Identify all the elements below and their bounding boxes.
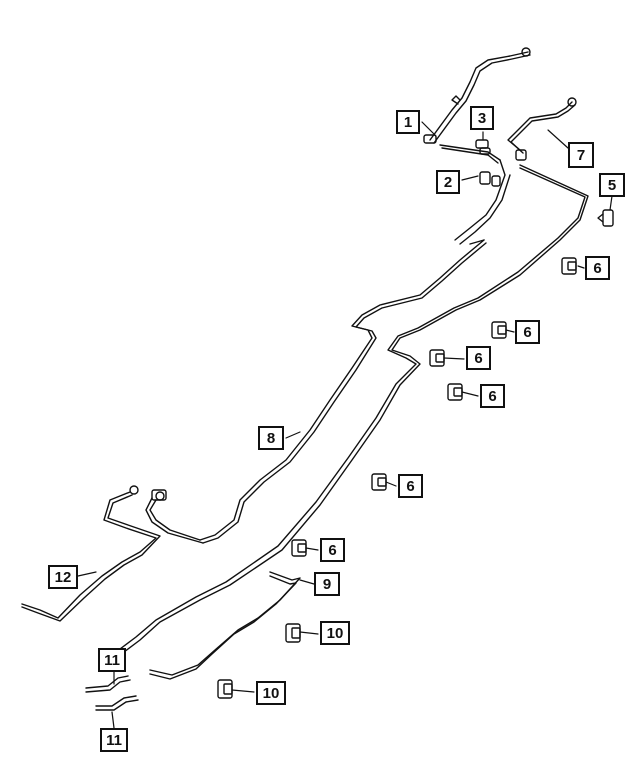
callout-part-12: 12 <box>48 565 78 589</box>
part-3-clip <box>475 139 491 155</box>
part-1-upper-tube-assembly <box>423 47 531 164</box>
callout-part-7: 7 <box>568 142 594 168</box>
part-8-long-line <box>115 164 589 656</box>
leader-lines <box>77 121 613 729</box>
callout-part-6-b: 6 <box>515 320 540 344</box>
callout-part-9: 9 <box>314 572 340 596</box>
callout-part-6-d: 6 <box>480 384 505 408</box>
callout-part-6-a: 6 <box>585 256 610 280</box>
callout-part-6-e: 6 <box>398 474 423 498</box>
part-7-tube <box>507 97 577 161</box>
part-12-tube <box>21 485 161 622</box>
callout-part-3: 3 <box>470 106 494 130</box>
callout-part-2: 2 <box>436 170 460 194</box>
part-6-clips <box>291 257 577 557</box>
part-10-clips <box>217 623 301 699</box>
callout-part-6-f: 6 <box>320 538 345 562</box>
callout-part-11-b: 11 <box>100 728 128 752</box>
upper-tube-left-2 <box>459 174 511 245</box>
callout-part-10-b: 10 <box>256 681 286 705</box>
upper-tube-left <box>454 159 506 241</box>
part-11-tubes <box>85 675 139 711</box>
part-5-clip <box>597 209 614 227</box>
callout-part-6-c: 6 <box>466 346 491 370</box>
callout-part-11-a: 11 <box>98 648 126 672</box>
tube-stub-short <box>469 239 485 245</box>
callout-part-5: 5 <box>599 173 625 197</box>
callout-part-1: 1 <box>396 110 420 134</box>
part-9-tube <box>149 571 301 680</box>
part-2-fitting <box>479 171 501 187</box>
callout-part-8: 8 <box>258 426 284 450</box>
callout-part-10-a: 10 <box>320 621 350 645</box>
